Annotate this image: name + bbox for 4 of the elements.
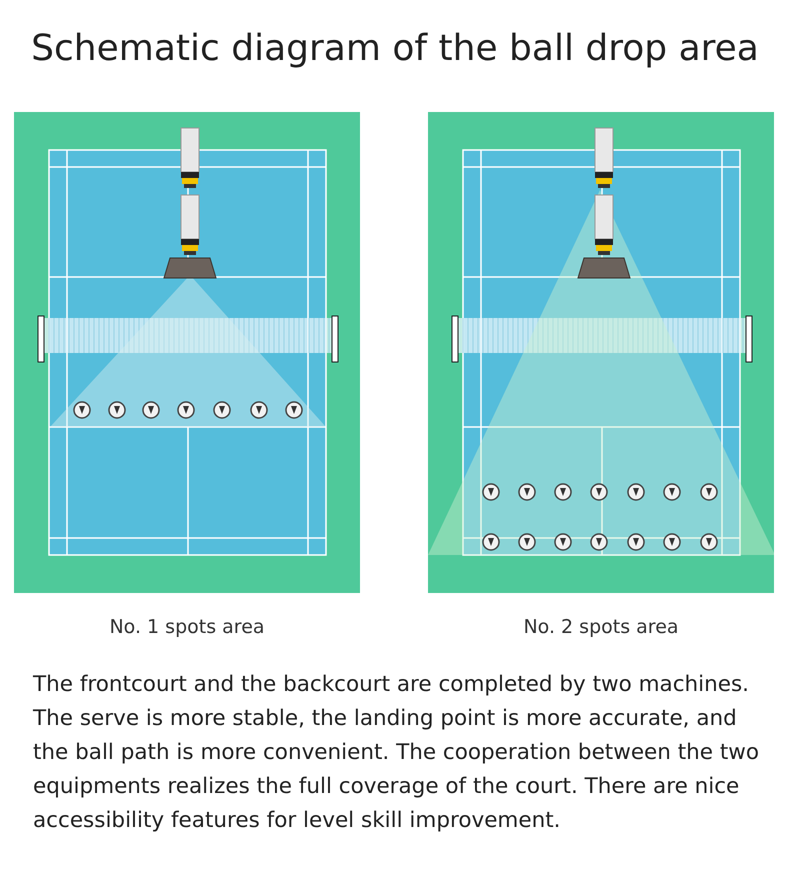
title: Schematic diagram of the ball drop area	[30, 28, 760, 69]
panel-caption: No. 2 spots area	[522, 616, 680, 638]
description-paragraph: The frontcourt and the backcourt are completed by two machines. The serve is more stable, the landing point is more accurate, and the ball path is more convenient. The cooperation between the two equipments realizes the full coverage of the court. There are nice accessibility features for level skill improvement.	[33, 671, 760, 835]
panel-caption: No. 1 spots area	[108, 616, 266, 638]
